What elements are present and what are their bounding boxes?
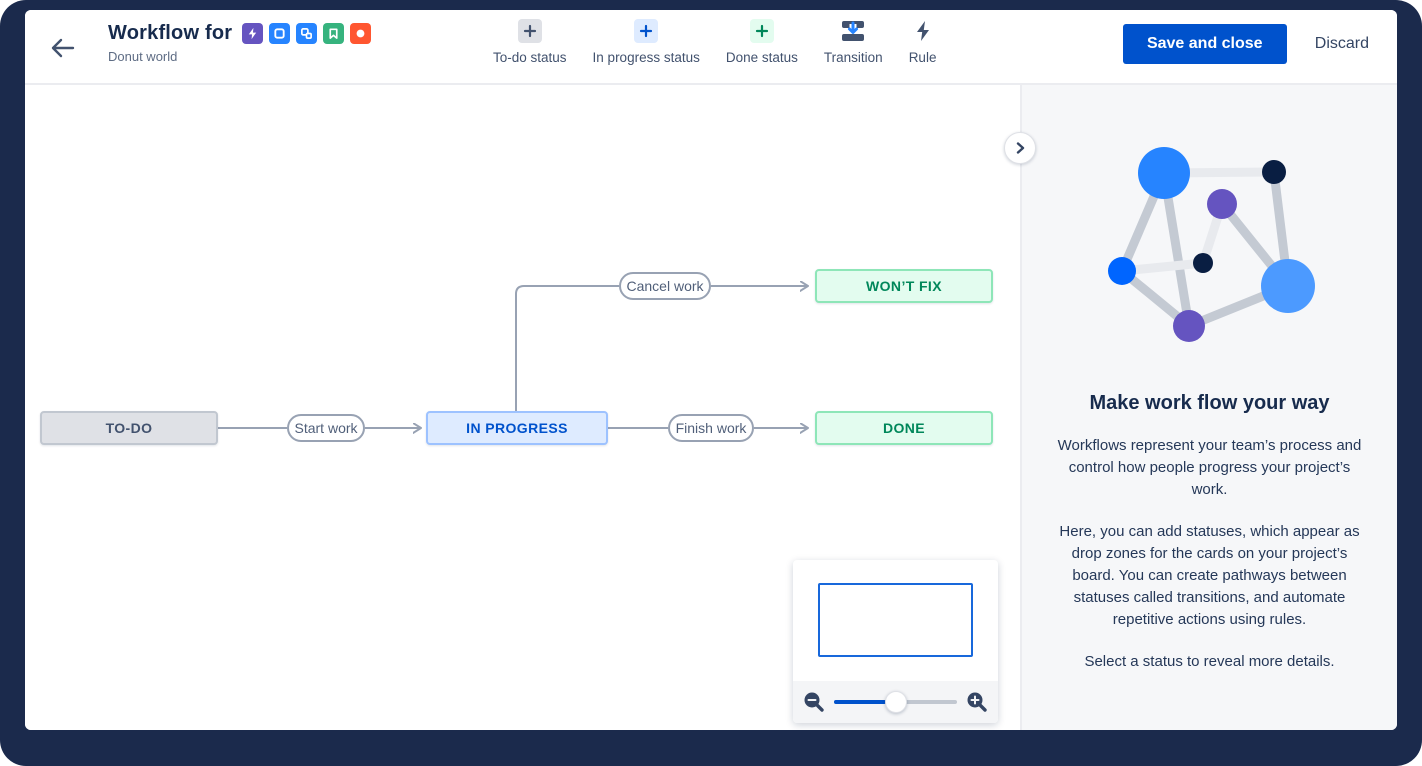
transition-finish-work[interactable]: Finish work: [668, 414, 754, 442]
panel-collapse-button[interactable]: [1004, 132, 1036, 164]
zoom-out-icon[interactable]: [803, 691, 825, 713]
task-icon: [269, 23, 291, 44]
status-node-todo[interactable]: TO-DO: [40, 411, 218, 445]
bug-icon: [350, 23, 372, 44]
zoom-controls: [793, 681, 998, 723]
add-todo-status-button[interactable]: To-do status: [493, 19, 567, 65]
tool-label: In progress status: [592, 50, 700, 65]
plus-icon-green: [749, 19, 774, 43]
workflow-connectors: [218, 85, 1020, 730]
header-actions: Save and close Discard: [1122, 24, 1369, 64]
minimap: [793, 560, 998, 723]
tool-label: Done status: [725, 50, 798, 65]
add-rule-button[interactable]: Rule: [908, 19, 937, 65]
add-inprogress-status-button[interactable]: In progress status: [593, 19, 700, 65]
transition-icon: [841, 19, 865, 43]
epic-icon: [242, 23, 264, 44]
panel-paragraph-1: Workflows represent your team’s process …: [1057, 437, 1362, 498]
page-title: Workflow for: [108, 22, 233, 44]
transition-start-work[interactable]: Start work: [287, 414, 365, 442]
project-name: Donut world: [108, 49, 178, 64]
workflow-canvas[interactable]: TO-DO IN PROGRESS DONE WON’T FIX Start w…: [25, 85, 1020, 730]
zoom-slider[interactable]: [834, 691, 957, 713]
zoom-slider-thumb[interactable]: [885, 691, 907, 713]
header: Workflow for: [25, 10, 1397, 85]
editor-toolbar: To-do status In progress status Done sta…: [493, 19, 936, 65]
zoom-slider-fill: [834, 700, 886, 704]
title-block: Workflow for: [108, 22, 372, 64]
status-node-in-progress[interactable]: IN PROGRESS: [426, 411, 608, 445]
info-panel: Make work flow your way Workflows repres…: [1020, 85, 1397, 730]
zoom-in-icon[interactable]: [966, 691, 988, 713]
back-arrow-icon: [51, 38, 75, 58]
plus-icon-blue: [634, 19, 659, 43]
plus-icon-gray: [517, 19, 542, 43]
minimap-viewport[interactable]: [818, 583, 973, 657]
panel-paragraph-2: Here, you can add statuses, which appear…: [1059, 523, 1360, 628]
status-node-done[interactable]: DONE: [815, 411, 993, 445]
add-done-status-button[interactable]: Done status: [726, 19, 798, 65]
add-transition-button[interactable]: Transition: [824, 19, 883, 65]
save-and-close-button[interactable]: Save and close: [1122, 24, 1287, 64]
status-node-wont-fix[interactable]: WON’T FIX: [815, 269, 993, 303]
workflow-editor-window: Workflow for: [25, 10, 1397, 730]
network-graph-illustration: [1107, 147, 1315, 342]
panel-heading: Make work flow your way: [1089, 392, 1330, 414]
transition-cancel-work[interactable]: Cancel work: [619, 272, 711, 300]
back-button[interactable]: [50, 34, 78, 62]
story-icon: [323, 23, 345, 44]
tool-label: Transition: [823, 50, 883, 65]
tool-label: Rule: [908, 50, 937, 65]
subtask-icon: [296, 23, 318, 44]
tool-label: To-do status: [493, 50, 567, 65]
chevron-right-icon: [1016, 142, 1025, 154]
project-issue-type-icons: [242, 23, 372, 44]
discard-button[interactable]: Discard: [1314, 35, 1369, 52]
panel-paragraph-3: Select a status to reveal more details.: [1084, 653, 1335, 670]
node-blue-large: [1137, 147, 1190, 199]
lightning-icon: [911, 19, 935, 43]
